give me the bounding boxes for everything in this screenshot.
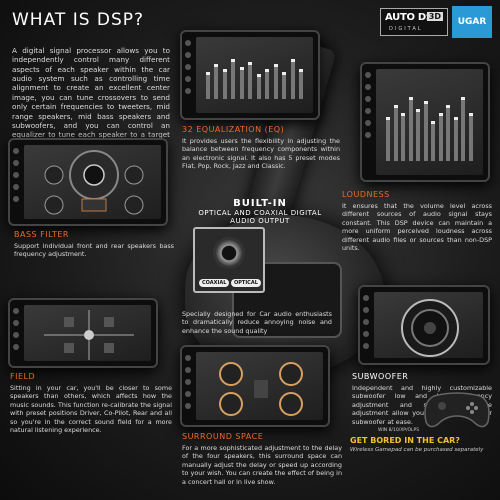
eq-bar [423, 101, 428, 161]
builtin-title: BUILT-IN [233, 198, 287, 209]
bass-screen-panel [8, 138, 168, 226]
brand-sub: DIGITAL [389, 26, 423, 32]
subwoofer-body: Independent and highly customizable subw… [352, 384, 492, 426]
eq-bar [438, 113, 443, 161]
promo-headline: GET BORED IN THE CAR? [350, 436, 460, 445]
eq-bars-right [386, 81, 473, 161]
win-compat-text: WIN 8/10/XP/OLPS [378, 428, 420, 433]
eq-bar [298, 69, 303, 99]
brand-main: AUTO DSP [385, 12, 440, 23]
gamepad-icon [424, 392, 490, 428]
page-title: WHAT IS DSP? [12, 10, 145, 30]
eq-bar [222, 69, 227, 99]
eq-bar [408, 97, 413, 161]
surround-title: SURROUND SPACE [182, 432, 264, 441]
builtin-heading: BUILT-IN OPTICAL AND COAXIAL DIGITAL AUD… [190, 198, 330, 225]
bass-body: Support individual front and rear speake… [14, 242, 174, 259]
surround-body: For a more sophisticated adjustment to t… [182, 444, 342, 486]
eq-bar [265, 69, 270, 99]
eq-bar [248, 61, 253, 99]
promo-note: Wireless Gamepad can be purchased separa… [350, 447, 484, 453]
optical-label: OPTICAL [231, 279, 261, 287]
eq-bar [416, 109, 421, 161]
brand-badge: 3D [426, 12, 443, 21]
ugar-logo: UGAR [452, 6, 492, 38]
builtin-body: Specially designed for Car audio enthusi… [182, 310, 332, 335]
field-screen-panel [8, 298, 158, 368]
eq-bar [431, 121, 436, 161]
eq-body: It provides users the flexibility in adj… [182, 137, 340, 171]
eq-bar [386, 117, 390, 161]
eq-bar [461, 97, 466, 161]
eq-bar [282, 71, 287, 99]
autodsp-logo: AUTO DSP 3D DIGITAL [380, 8, 448, 36]
loudness-title: LOUDNESS [342, 190, 390, 199]
coaxial-jack-icon [213, 237, 245, 269]
eq-screen-panel-right [360, 62, 490, 182]
subwoofer-graphic [401, 299, 459, 357]
surround-graphic [219, 362, 303, 416]
eq-screen-panel [180, 30, 320, 120]
builtin-subtitle: OPTICAL AND COAXIAL DIGITAL AUDIO OUTPUT [198, 209, 322, 225]
eq-bar [214, 64, 219, 99]
subwoofer-screen-panel [358, 285, 490, 365]
eq-bar [401, 113, 406, 161]
intro-text: A digital signal processor allows you to… [12, 46, 170, 149]
eq-bar [468, 113, 473, 161]
speaker-graphic [44, 150, 144, 215]
eq-bar [256, 74, 261, 99]
eq-bar [290, 59, 295, 99]
eq-bar [453, 117, 458, 161]
eq-title: 32 EQUALIZATION (EQ) [182, 125, 285, 134]
field-graphic [44, 310, 134, 360]
subwoofer-title: SUBWOOFER [352, 372, 409, 381]
field-body: Sitting in your car, you'll be closer to… [10, 384, 172, 435]
eq-bar [239, 66, 244, 99]
eq-bar [393, 105, 398, 161]
eq-bars [206, 49, 303, 99]
bass-title: BASS FILTER [14, 230, 69, 239]
eq-bar [446, 105, 451, 161]
loudness-body: It ensures that the volume level across … [342, 202, 492, 253]
eq-bar [231, 59, 236, 99]
field-title: FIELD [10, 372, 36, 381]
eq-bar [273, 64, 278, 99]
optical-port-graphic: COAXIAL OPTICAL [193, 227, 265, 293]
surround-screen-panel [180, 345, 330, 427]
coaxial-label: COAXIAL [199, 279, 230, 287]
eq-bar [206, 71, 210, 99]
